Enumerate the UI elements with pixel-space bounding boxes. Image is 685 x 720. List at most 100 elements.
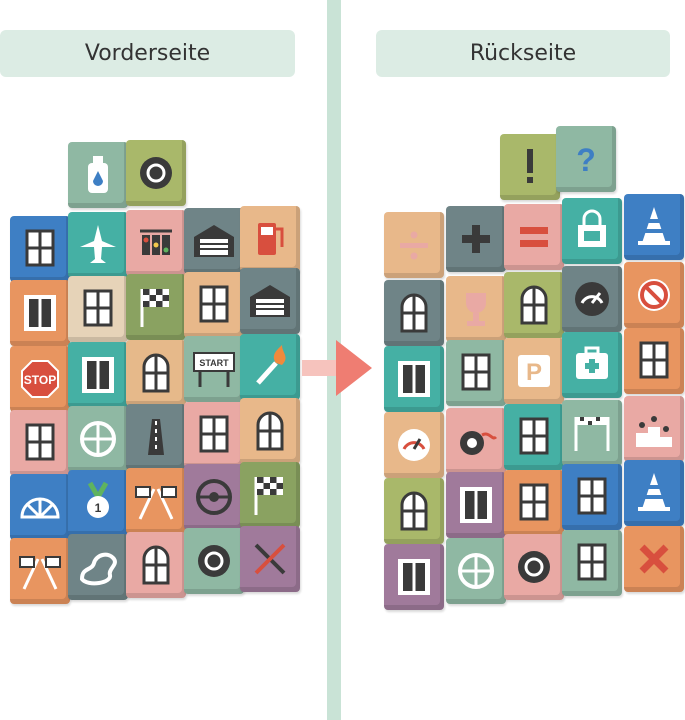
window-icon [25,229,55,267]
back-block [384,212,444,278]
back-block: ? [556,126,616,192]
svg-text:?: ? [576,142,596,178]
front-block [240,398,300,464]
wheel-icon [518,551,550,583]
plus-icon [462,225,490,253]
question-icon: ? [576,142,596,178]
back-block [504,204,564,270]
back-block [446,408,506,474]
front-block [68,142,128,208]
front-block [68,212,128,278]
front-block [240,334,300,400]
back-block [504,470,564,536]
door-icon [82,357,114,393]
fan-window-icon [20,497,60,519]
window-icon [519,483,549,521]
front-side-label: Vorderseite [0,30,295,77]
round-window-icon [80,421,116,457]
svg-text:1: 1 [95,501,102,515]
race-track-icon [79,552,117,586]
door-icon [398,559,430,595]
front-block [126,340,186,406]
window-icon [461,353,491,391]
front-block [10,538,70,604]
svg-text:P: P [526,359,542,386]
back-block [562,266,622,332]
checkered-flags-icon [19,556,61,590]
window-icon [83,289,113,327]
window-icon [25,423,55,461]
front-block [68,342,128,408]
arch-window-icon [142,545,170,585]
front-block [68,406,128,472]
traffic-light-icon [140,229,172,255]
front-block: 1 [68,470,128,536]
wheel-icon [198,545,230,577]
shop-icon [578,209,606,247]
arch-window-icon [400,491,428,531]
back-block [562,400,622,466]
back-block [446,472,506,538]
back-block [624,396,684,462]
front-block [10,216,70,282]
front-block [240,268,300,334]
checkered-flag-icon [254,477,283,515]
back-block [446,206,506,272]
door-icon [24,295,56,331]
back-block [624,328,684,394]
back-block [446,276,506,342]
back-block [624,460,684,526]
front-block [126,532,186,598]
airplane-icon [80,225,116,263]
front-block [184,402,244,468]
back-block [562,198,622,264]
arch-window-icon [256,411,284,451]
stop-sign-icon: STOP [21,360,59,398]
back-block [562,464,622,530]
front-block [240,206,300,272]
back-block [446,340,506,406]
front-block [68,534,128,600]
back-block [504,404,564,470]
steering-wheel-icon [196,479,232,515]
window-icon [577,477,607,515]
arch-window-icon [400,293,428,333]
garage-icon [194,225,234,257]
front-block [240,526,300,592]
speedometer-icon [575,282,609,316]
no-entry-icon [638,279,670,311]
back-side-label: Rückseite [376,30,670,77]
checkered-flag-icon [140,289,169,327]
back-side-label-text: Rückseite [469,41,577,66]
front-side-label-text: Vorderseite [84,41,211,66]
road-icon [148,419,164,455]
front-block [126,210,186,276]
back-block [384,478,444,544]
back-block [624,194,684,260]
round-window-icon [458,553,494,589]
back-block [384,544,444,610]
front-block [10,474,70,540]
trophy-icon [466,293,486,326]
fuel-pump-icon [258,223,284,255]
front-block [240,462,300,528]
back-block [624,262,684,328]
back-block [384,412,444,478]
checkered-flags-icon [135,486,177,520]
x-icon [639,544,669,574]
front-block [184,528,244,594]
right-arrow-icon [302,340,372,396]
cone-icon [638,473,670,511]
svg-text:STOP: STOP [24,373,56,387]
front-block: STOP [10,346,70,412]
gauge-icon [398,429,430,461]
torch-icon [256,345,286,385]
back-block: P [504,338,564,404]
garage-icon [250,285,290,317]
cone-icon [638,207,670,245]
start-sign-icon: START [193,352,235,387]
door-icon [460,487,492,523]
finish-gate-icon [574,417,610,451]
window-icon [519,417,549,455]
water-bottle-icon [88,156,108,193]
